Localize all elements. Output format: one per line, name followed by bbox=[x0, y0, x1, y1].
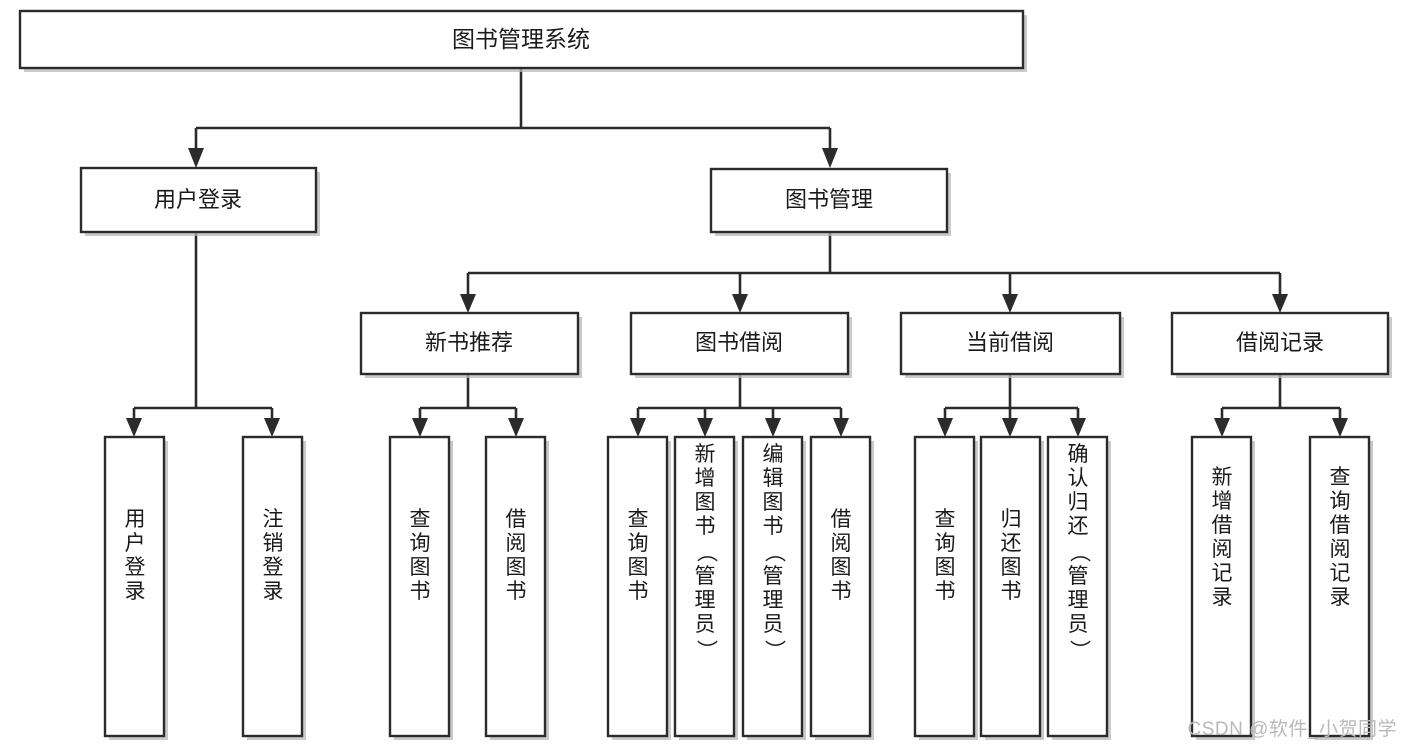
node-root-label: 图书管理系统 bbox=[452, 26, 590, 52]
connectors-currentborrow-to-leaves bbox=[937, 374, 1086, 437]
node-borrow-record[interactable]: 借阅记录 bbox=[1170, 311, 1392, 378]
leaf-box-logout[interactable] bbox=[241, 435, 306, 740]
leaf-box-borrow-book-2[interactable] bbox=[809, 435, 874, 740]
connectors-bookborrow-to-leaves bbox=[630, 374, 849, 437]
leaf-box-query-book-3[interactable] bbox=[913, 435, 978, 740]
leaf-box-confirm-return[interactable] bbox=[1046, 435, 1111, 740]
node-root[interactable]: 图书管理系统 bbox=[18, 9, 1027, 72]
leaf-box-query-book-2[interactable] bbox=[606, 435, 671, 740]
leaf-box-user-login[interactable] bbox=[103, 435, 168, 740]
node-book-manage[interactable]: 图书管理 bbox=[709, 167, 951, 236]
connectors-root-to-level2 bbox=[188, 68, 838, 168]
connectors-borrowrecord-to-leaves bbox=[1214, 374, 1348, 437]
node-new-book-recommend-label: 新书推荐 bbox=[425, 330, 513, 355]
leaf-boxes bbox=[103, 435, 1373, 740]
csdn-watermark: CSDN @软件_小贺同学 bbox=[1187, 719, 1397, 740]
leaf-box-query-record[interactable] bbox=[1308, 435, 1373, 740]
node-book-borrow-label: 图书借阅 bbox=[695, 330, 783, 355]
leaf-box-add-record[interactable] bbox=[1190, 435, 1255, 740]
leaf-box-add-book[interactable] bbox=[673, 435, 738, 740]
node-book-borrow[interactable]: 图书借阅 bbox=[629, 311, 852, 378]
node-borrow-record-label: 借阅记录 bbox=[1236, 330, 1324, 355]
connectors-newbook-to-leaves bbox=[412, 374, 524, 437]
leaf-box-return-book[interactable] bbox=[979, 435, 1044, 740]
node-current-borrow[interactable]: 当前借阅 bbox=[899, 311, 1124, 378]
leaf-box-borrow-book-1[interactable] bbox=[484, 435, 549, 740]
node-user-login[interactable]: 用户登录 bbox=[79, 166, 320, 236]
leaf-box-edit-book[interactable] bbox=[741, 435, 806, 740]
node-current-borrow-label: 当前借阅 bbox=[966, 330, 1054, 355]
connectors-userlogin-to-leaves bbox=[126, 232, 280, 437]
node-new-book-recommend[interactable]: 新书推荐 bbox=[359, 311, 582, 378]
node-book-manage-label: 图书管理 bbox=[785, 187, 873, 212]
node-user-login-label: 用户登录 bbox=[154, 187, 242, 212]
connectors-bookmanage-to-level3 bbox=[460, 232, 1288, 313]
leaf-box-query-book-1[interactable] bbox=[388, 435, 453, 740]
